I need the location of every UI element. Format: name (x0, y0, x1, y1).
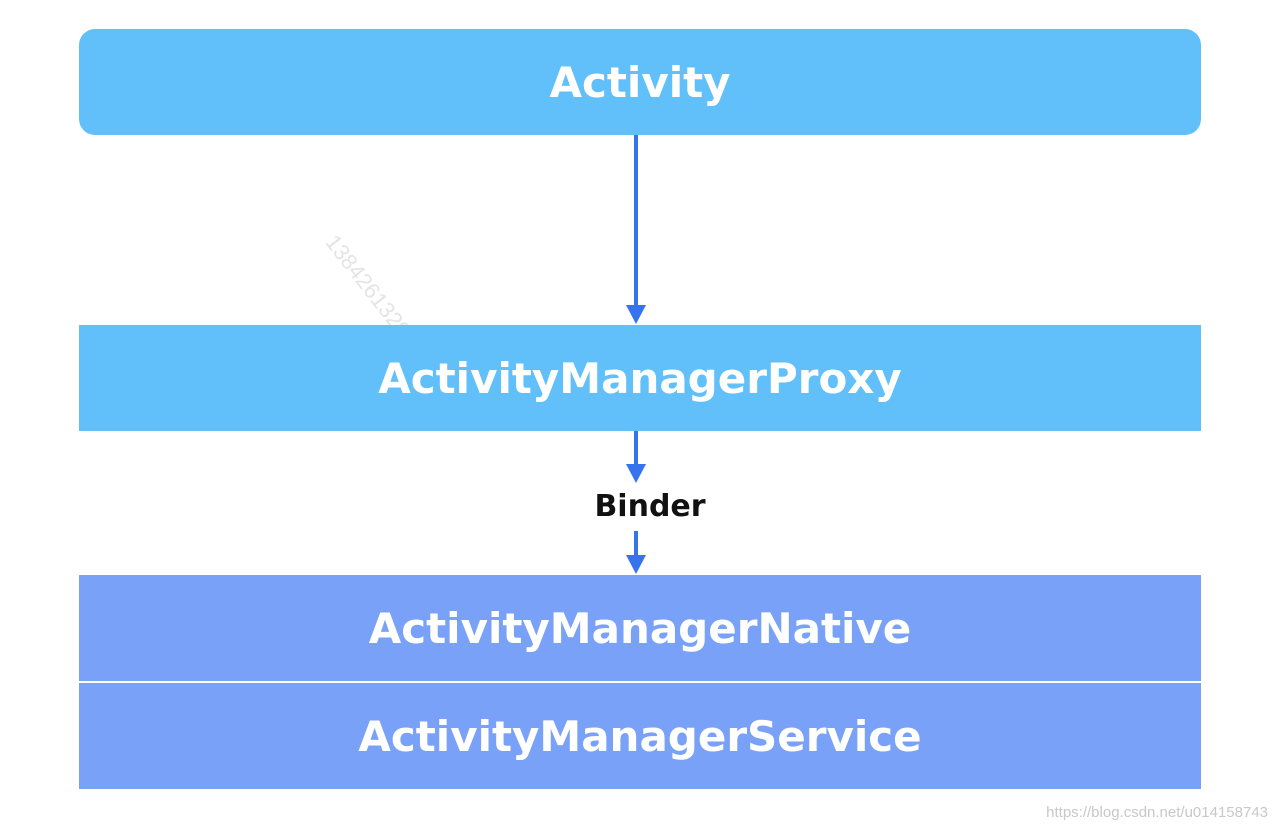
url-watermark: https://blog.csdn.net/u014158743 (1046, 804, 1268, 821)
activity-label: Activity (549, 57, 731, 107)
activity-manager-service-box: ActivityManagerService (79, 683, 1201, 789)
activity-box: Activity (79, 29, 1201, 135)
activity-manager-service-label: ActivityManagerService (358, 711, 922, 761)
activity-manager-native-label: ActivityManagerNative (368, 603, 912, 653)
arrow-binder-to-native-head (626, 555, 646, 574)
binder-label: Binder (594, 489, 706, 524)
arrow-proxy-to-binder-head (626, 464, 646, 483)
activity-manager-proxy-box: ActivityManagerProxy (79, 325, 1201, 431)
arrow-activity-to-proxy-head (626, 305, 646, 324)
activity-manager-native-box: ActivityManagerNative (79, 575, 1201, 681)
activity-manager-proxy-label: ActivityManagerProxy (378, 353, 902, 403)
